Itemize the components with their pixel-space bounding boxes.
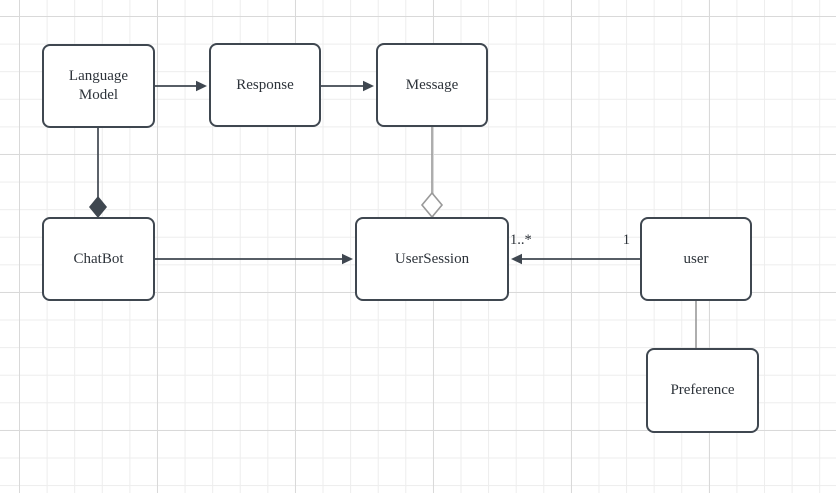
edge-chatbot-user-session[interactable] bbox=[155, 253, 353, 265]
node-label: Message bbox=[405, 76, 459, 93]
node-response[interactable]: Response bbox=[209, 43, 321, 127]
arrowhead-icon bbox=[342, 253, 353, 265]
node-label: UserSession bbox=[394, 250, 470, 267]
aggregation-diamond-icon bbox=[420, 191, 444, 219]
edge-language-model-response[interactable] bbox=[155, 80, 207, 92]
node-language-model[interactable]: Language Model bbox=[42, 44, 155, 128]
node-label: Language Model bbox=[68, 68, 129, 103]
node-label: Response bbox=[236, 76, 294, 93]
composition-diamond-icon bbox=[89, 196, 107, 218]
node-label: user bbox=[683, 250, 709, 267]
arrowhead-icon bbox=[363, 80, 374, 92]
edge-response-message[interactable] bbox=[321, 80, 374, 92]
multiplicity-label-user[interactable]: 1 bbox=[622, 232, 630, 248]
node-user-session[interactable]: UserSession bbox=[355, 217, 509, 301]
node-label: ChatBot bbox=[73, 250, 124, 267]
edge-message-user-session[interactable] bbox=[420, 127, 444, 219]
edge-language-model-chatbot[interactable] bbox=[89, 128, 107, 218]
multiplicity-label-user-session[interactable]: 1..* bbox=[510, 232, 532, 248]
node-label: Preference bbox=[670, 382, 735, 399]
node-message[interactable]: Message bbox=[376, 43, 488, 127]
node-preference[interactable]: Preference bbox=[646, 348, 759, 433]
edge-user-user-session[interactable] bbox=[511, 253, 640, 265]
node-chatbot[interactable]: ChatBot bbox=[42, 217, 155, 301]
arrowhead-icon bbox=[511, 253, 522, 265]
arrowhead-icon bbox=[196, 80, 207, 92]
node-user[interactable]: user bbox=[640, 217, 752, 301]
